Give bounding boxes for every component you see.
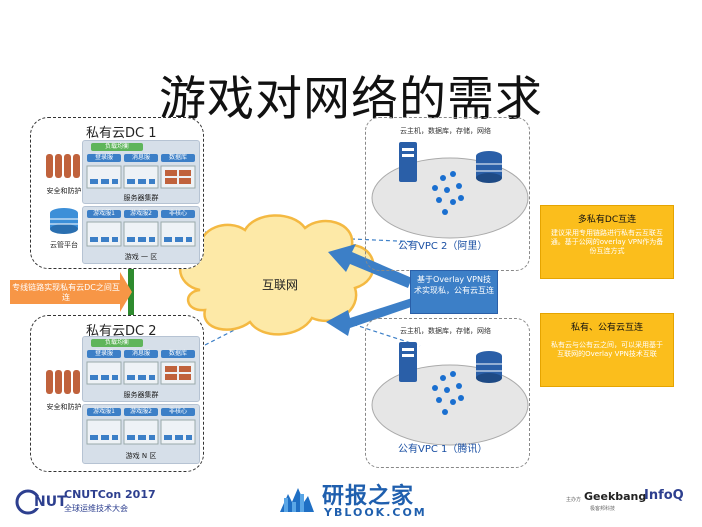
dedicated-link-label: 专线链路实现私有云DC之间互连 bbox=[12, 283, 120, 302]
dc2-server-grid bbox=[86, 361, 196, 385]
watermark-cn: 研报之家 bbox=[322, 484, 415, 509]
callout-multi-dc-body: 建议采用专用链路进行私有云互联互通。基于公网的overlay VPN作为备份互连… bbox=[550, 229, 664, 255]
vpn-arrow-lower bbox=[326, 298, 414, 336]
dc2-hdr-db: 数据库 bbox=[161, 350, 195, 358]
vpc1-icons bbox=[399, 342, 502, 415]
vpc1-box bbox=[365, 318, 530, 468]
dedicated-link-arrow bbox=[10, 272, 132, 312]
dc1-hdr-db: 数据库 bbox=[161, 154, 195, 162]
overlay-vpn-box: 基于Overlay VPN技术实现私，公有云互连 bbox=[410, 270, 498, 314]
server-icon bbox=[399, 342, 417, 382]
dc1-zone-panel: 游戏服1 游戏服2 非核心 游戏 一 区 bbox=[82, 206, 200, 264]
storage-icon bbox=[476, 351, 502, 383]
network-dots-icon bbox=[432, 371, 464, 415]
vpc2-top-label: 云主机，数据库，存储，网络 bbox=[400, 127, 491, 135]
logo-letters: NUT bbox=[34, 494, 67, 510]
cnut-logo: NUT bbox=[14, 482, 74, 518]
dc1-cluster-panel: 负载均衡 登录服 消息服 数据库 服务器集群 bbox=[82, 140, 200, 204]
firewall-icon bbox=[46, 370, 80, 394]
geekbang-sub: 极客邦科技 bbox=[590, 506, 616, 512]
dc2-security-icon-group: 安全和防护 bbox=[36, 368, 92, 412]
overlay-vpn-label: 基于Overlay VPN技术实现私，公有云互连 bbox=[414, 275, 494, 295]
conf-name: CNUTCon 2017 bbox=[64, 488, 156, 501]
firewall-icon bbox=[46, 154, 80, 178]
infoq-logo: InfoQ bbox=[644, 488, 684, 503]
dc1-security-icon-group: 安全和防护 bbox=[36, 152, 92, 196]
vpc2-name: 公有VPC 2（阿里） bbox=[398, 241, 488, 252]
dc2-hdr-game1: 游戏服1 bbox=[87, 408, 121, 416]
callout-multi-dc-title: 多私有DC互连 bbox=[577, 215, 637, 225]
dc1-hdr-game2: 游戏服2 bbox=[124, 210, 158, 218]
dc2-hdr-noncore: 非核心 bbox=[161, 408, 195, 416]
dc1-game-grid bbox=[86, 221, 196, 247]
callout-multi-dc: 多私有DC互连 建议采用专用链路进行私有云互联互通。基于公网的overlay V… bbox=[540, 205, 674, 279]
dc1-zone-caption: 游戏 一 区 bbox=[124, 253, 158, 261]
dc1-cloudmgmt-icon-group: 云管平台 bbox=[36, 206, 92, 250]
dc2-zone-caption: 游戏 N 区 bbox=[125, 452, 157, 460]
geekbang-logo: Geekbang bbox=[584, 490, 647, 503]
cnut-logo-icon bbox=[15, 489, 41, 515]
conf-sub: 全球运维技术大会 bbox=[64, 504, 128, 513]
dc1-hdr-msg: 消息服 bbox=[124, 154, 158, 162]
internet-label: 互联网 bbox=[262, 278, 299, 292]
dc2-cluster-panel: 负载均衡 登录服 消息服 数据库 服务器集群 bbox=[82, 336, 200, 402]
dc1-security-label: 安全和防护 bbox=[46, 187, 82, 195]
sponsor-label: 主办方 bbox=[566, 497, 582, 503]
dc1-title: 私有云DC 1 bbox=[86, 126, 157, 141]
dc2-hdr-msg: 消息服 bbox=[124, 350, 158, 358]
vpc1-top-label: 云主机，数据库，存储，网络 bbox=[400, 327, 491, 335]
database-icon bbox=[50, 208, 78, 234]
watermark-url: YBLOOK.COM bbox=[324, 506, 427, 519]
dc1-server-grid bbox=[86, 165, 196, 189]
dc2-hdr-login: 登录服 bbox=[87, 350, 121, 358]
callout-hybrid: 私有、公有云互连 私有云与公有云之间，可以采用基于互联网的Overlay VPN… bbox=[540, 313, 674, 387]
dc1-cluster-caption: 服务器集群 bbox=[123, 194, 159, 202]
dc2-hdr-game2: 游戏服2 bbox=[124, 408, 158, 416]
storage-icon bbox=[476, 151, 502, 183]
dc1-hdr-login: 登录服 bbox=[87, 154, 121, 162]
callout-hybrid-body: 私有云与公有云之间，可以采用基于互联网的Overlay VPN技术互联 bbox=[551, 341, 663, 358]
dc2-security-label: 安全和防护 bbox=[46, 403, 82, 411]
callout-hybrid-title: 私有、公有云互连 bbox=[570, 323, 643, 333]
dc1-cloudmgmt-label: 云管平台 bbox=[50, 241, 78, 249]
dc2-zone-panel: 游戏服1 游戏服2 非核心 游戏 N 区 bbox=[82, 404, 200, 464]
dc2-title: 私有云DC 2 bbox=[86, 324, 157, 339]
server-icon bbox=[399, 142, 417, 182]
vpc1-name: 公有VPC 1（腾讯） bbox=[398, 444, 488, 455]
dc2-lb-label: 负载均衡 bbox=[91, 339, 143, 347]
watermark-logo-icon bbox=[280, 488, 314, 512]
vpc1-ellipse bbox=[371, 364, 529, 446]
dc2-game-grid bbox=[86, 419, 196, 445]
vpc2-icons bbox=[399, 142, 502, 215]
dc1-hdr-noncore: 非核心 bbox=[161, 210, 195, 218]
network-dots-icon bbox=[432, 171, 464, 215]
dc1-lb-label: 负载均衡 bbox=[91, 143, 143, 151]
dc1-hdr-game1: 游戏服1 bbox=[87, 210, 121, 218]
dc2-cluster-caption: 服务器集群 bbox=[123, 391, 159, 399]
